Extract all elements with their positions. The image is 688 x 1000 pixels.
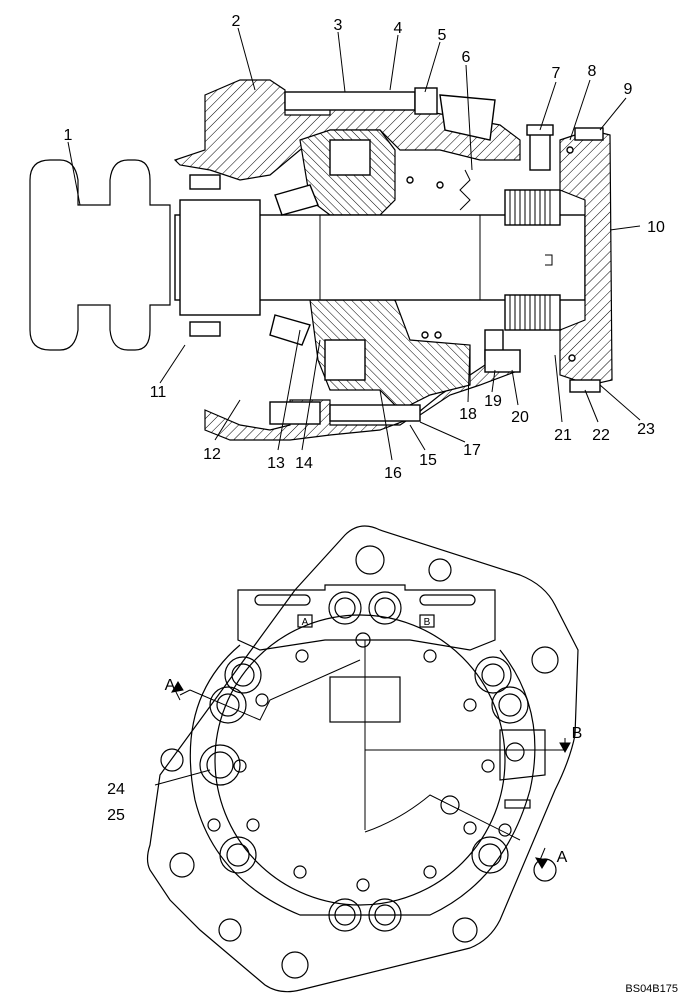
sprocket-hub <box>29 159 171 351</box>
brake-disc-stack <box>504 189 561 331</box>
small-bolts <box>207 632 512 892</box>
callout-8: 8 <box>588 63 597 80</box>
bearing-lower <box>324 339 366 381</box>
callout-6: 6 <box>462 49 471 66</box>
section-cut-lines <box>179 640 565 841</box>
motor-outer-ring <box>189 644 536 916</box>
callout-4: 4 <box>394 20 403 37</box>
callout-16: 16 <box>384 465 402 482</box>
callout-15: 15 <box>419 452 437 469</box>
callout-labels: 1 2 3 4 5 6 7 8 9 10 11 12 13 14 15 16 1… <box>64 13 678 995</box>
callout-11: 11 <box>150 384 167 401</box>
drawing-code: BS04B175 <box>625 983 678 995</box>
callout-18: 18 <box>459 406 477 423</box>
callout-2: 2 <box>232 13 241 30</box>
leader-lines-top <box>67 27 641 461</box>
bearing-upper <box>329 139 371 176</box>
port-b-label: B <box>424 617 431 628</box>
callout-7: 7 <box>552 65 561 82</box>
callout-23: 23 <box>637 421 655 438</box>
section-marker-a-upper: A <box>165 677 176 694</box>
center-plate <box>329 676 401 723</box>
b-side-fitting <box>499 729 546 781</box>
callout-1: 1 <box>64 127 73 144</box>
callout-13: 13 <box>267 455 285 472</box>
callout-10: 10 <box>647 219 665 236</box>
section-arrow-a-lower <box>535 847 548 869</box>
port-b-tag <box>419 614 435 628</box>
section-marker-b: B <box>572 725 583 742</box>
callout-3: 3 <box>334 17 343 34</box>
relief-valve-5 <box>439 94 496 141</box>
motor-inner-circle <box>214 614 506 906</box>
large-bolts <box>199 591 529 932</box>
bolt-3 <box>284 91 416 111</box>
mounting-plate <box>146 525 579 993</box>
callout-12: 12 <box>203 446 221 463</box>
callout-22: 22 <box>592 427 610 444</box>
callout-24: 24 <box>107 781 125 798</box>
callout-21: 21 <box>554 427 572 444</box>
plug-7 <box>529 129 551 171</box>
callout-14: 14 <box>295 455 313 472</box>
callout-17: 17 <box>463 442 481 459</box>
valve-block <box>237 584 496 651</box>
port-a-tag <box>297 614 313 628</box>
callout-25: 25 <box>107 807 125 824</box>
section-arrow-b <box>559 738 571 754</box>
section-arrow-a-upper <box>171 681 184 701</box>
bolt-17 <box>329 404 421 422</box>
bolt-9 <box>574 127 604 141</box>
callout-9: 9 <box>624 81 633 98</box>
callout-20: 20 <box>511 409 529 426</box>
end-view: A B <box>146 525 579 993</box>
callout-5: 5 <box>438 27 447 44</box>
section-marker-a-lower: A <box>557 849 568 866</box>
callout-19: 19 <box>484 393 502 410</box>
sectional-view <box>29 79 613 441</box>
port-a-label: A <box>302 617 309 628</box>
